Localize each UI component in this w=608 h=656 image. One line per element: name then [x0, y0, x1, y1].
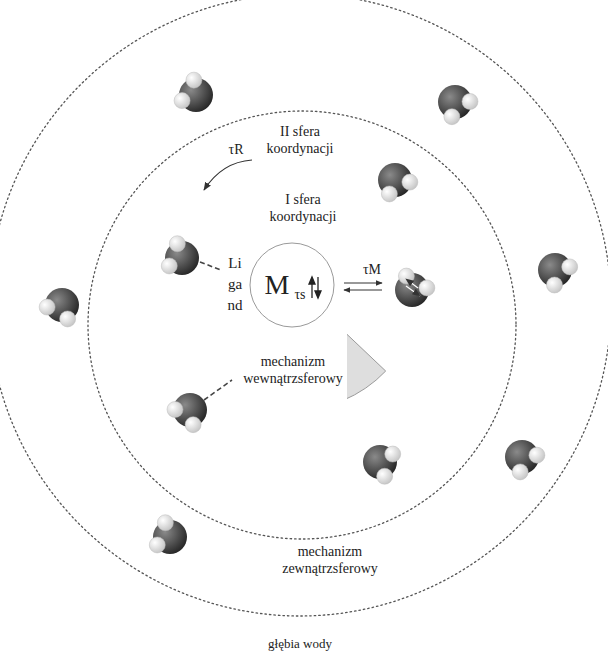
bond-line [200, 262, 221, 270]
sphere-outline [88, 111, 516, 539]
time-constant-label: τM [363, 262, 381, 279]
hydrogen-atom [462, 93, 478, 109]
hydrogen-atom [562, 259, 578, 275]
water-molecule [505, 440, 545, 480]
water-molecule [438, 85, 478, 125]
node-label: II sfera koordynacji [254, 124, 346, 158]
ligand-shape: I sfera koordynacjiLigand mechanizm wewną… [170, 160, 420, 410]
water-molecule [395, 268, 435, 307]
exchange-arrow [344, 283, 382, 284]
node-label: M [262, 271, 292, 299]
hydrogen-atom [529, 447, 545, 463]
exchange-arrow [344, 290, 382, 291]
water-molecule [174, 72, 213, 112]
node-label: mechanizm wewnątrzsferowy [234, 354, 352, 388]
hydrogen-atom [512, 464, 528, 480]
water-molecule [363, 445, 401, 484]
hydrogen-atom [546, 277, 562, 293]
outer-sphere: mechanizm zewnątrzsferowy II sfera koordy… [0, 0, 608, 617]
node-label: mechanizm zewnątrzsferowy [271, 544, 389, 578]
bond-line [204, 380, 232, 400]
hydrogen-atom [385, 446, 401, 462]
water-molecule [39, 288, 79, 327]
water-molecule [167, 393, 207, 433]
hydrogen-atom [402, 174, 418, 190]
water-molecule [538, 253, 578, 293]
time-constant-label: τR [229, 142, 244, 159]
rotation-arrow [204, 160, 252, 190]
node-label: τs [291, 288, 309, 302]
hydrogen-atom [186, 72, 202, 88]
vertical-label: Ligand [228, 253, 243, 316]
hydrogen-atom [167, 401, 183, 417]
hydrogen-atom [419, 280, 435, 296]
hydrogen-atom [185, 417, 201, 433]
node-label: I sfera koordynacji [257, 192, 349, 226]
hydrogen-atom [157, 515, 173, 531]
hydrogen-atom [39, 299, 55, 315]
metal-ion: Mτs [250, 243, 334, 327]
hydrogen-atom [444, 109, 460, 125]
hydrogen-atom [149, 537, 165, 553]
hydrogen-atom [398, 268, 414, 284]
sphere-outline [0, 0, 608, 616]
region-label: głębia wody [268, 636, 332, 652]
water-molecule [161, 236, 199, 275]
second-sphere: II sfera koordynacjiI sfera koordynacjiL… [87, 110, 517, 540]
spin-arrows [406, 279, 420, 296]
spin-arrows [309, 277, 321, 298]
water-molecule [149, 515, 187, 554]
metal-outline [250, 243, 334, 327]
hydrogen-atom [381, 186, 397, 202]
hydrogen-atom [60, 311, 76, 327]
water-molecule [378, 163, 418, 202]
ligand-outline [347, 275, 406, 410]
metal-ion-outline [250, 243, 334, 327]
hydrogen-atom [377, 468, 393, 484]
hydrogen-atom [169, 236, 185, 252]
hydrogen-atom [161, 258, 177, 274]
hydrogen-atom [174, 93, 190, 109]
